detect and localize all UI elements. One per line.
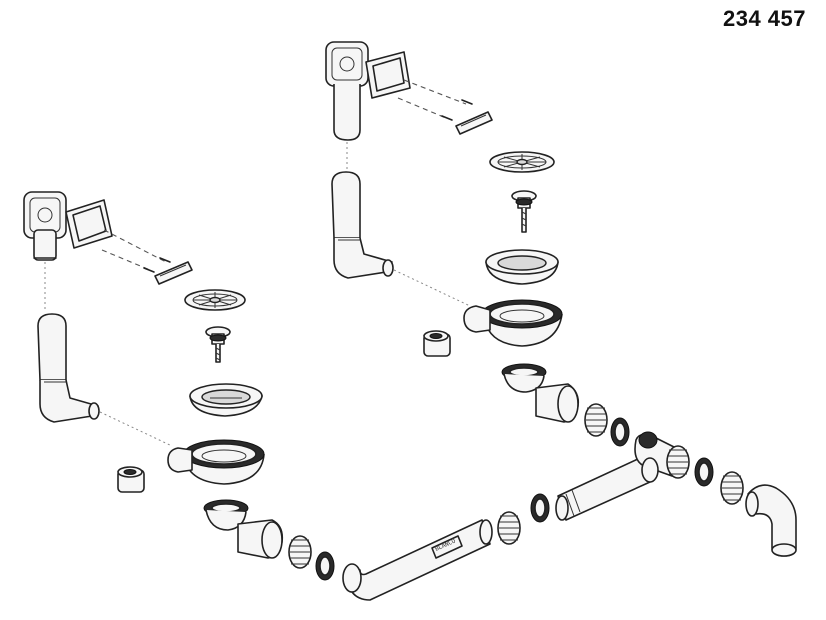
outlet-slip-nut: [720, 471, 744, 505]
part-number: 234 457: [722, 6, 806, 31]
left-strainer-cover: [184, 289, 246, 311]
left-overflow-screws: [101, 229, 171, 273]
left-strainer-basket: [189, 383, 263, 417]
tee-branch-pipe: [555, 457, 651, 521]
left-tailpiece: [237, 519, 284, 559]
left-overflow-cover-plate: [154, 261, 193, 285]
left-washer: [315, 551, 335, 581]
connector-pipe: BLANCO: [342, 519, 493, 601]
left-slip-nut: [288, 535, 312, 569]
right-overflow-head: [325, 41, 369, 141]
right-slip-nut: [584, 403, 608, 437]
right-overflow-screws: [397, 79, 473, 121]
middle-washer: [530, 493, 550, 523]
right-overflow-cover-plate: [455, 111, 493, 135]
tee-slip-nut: [666, 445, 690, 479]
right-strainer-stem: [511, 190, 537, 233]
left-body-nut: [203, 499, 249, 531]
outlet-elbow: [745, 484, 797, 557]
left-overflow-tube: [37, 313, 100, 423]
right-strainer-basket: [485, 249, 559, 285]
right-overflow-tube: [331, 171, 394, 279]
left-overflow-head: [23, 191, 67, 261]
right-overflow-link: [393, 269, 471, 307]
right-sink-flange: [463, 299, 563, 347]
right-overflow-gasket: [365, 51, 411, 99]
right-body-nut: [501, 363, 547, 393]
right-washer: [610, 417, 630, 447]
left-overflow-link: [99, 411, 173, 447]
right-strainer-cover: [489, 151, 555, 173]
left-sink-flange: [167, 439, 265, 485]
left-plug-cap: [117, 466, 145, 493]
left-overflow-gasket: [65, 199, 113, 249]
tee-washer: [694, 457, 714, 487]
middle-slip-nut: [497, 511, 521, 545]
right-plug-cap: [423, 330, 451, 357]
left-strainer-stem: [205, 326, 231, 363]
right-tailpiece: [535, 383, 580, 423]
